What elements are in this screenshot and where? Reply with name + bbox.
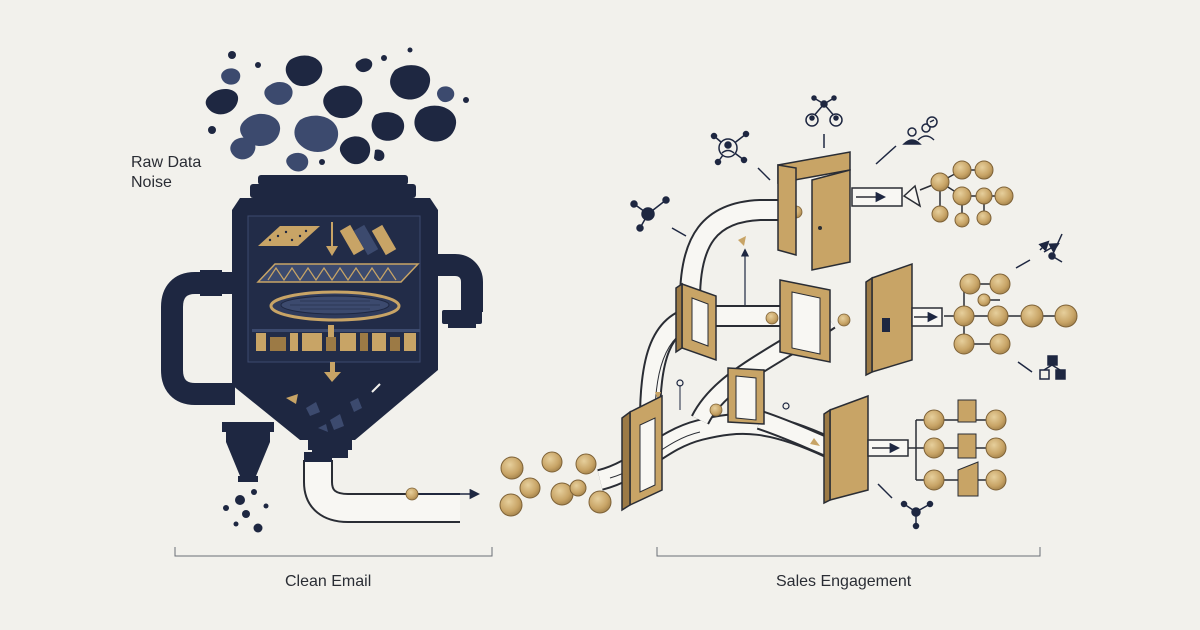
door-icon-middle [779,262,913,377]
raw-data-label-line1: Raw Data [131,154,202,171]
door-outlets [851,187,943,457]
filter-machine-icon [232,175,438,458]
team-chat-icon [875,116,938,165]
sales-engagement-label: Sales Engagement [776,573,912,590]
outlet-pipe [303,452,481,523]
door-icon-left-upper [675,282,717,362]
output-network-top [902,160,1014,228]
door-icon-top [777,151,851,271]
output-network-bottom [908,399,1007,497]
routing-balls [709,205,851,417]
door-icon-bottom [823,394,869,505]
hierarchy-icon [1017,355,1066,380]
exhaust-hopper [222,422,274,533]
clean-email-label: Clean Email [285,573,372,590]
door-icon-entry [621,394,663,512]
side-pipes [161,254,483,405]
person-network-icon [710,130,771,181]
noise-cloud-icon [205,47,469,172]
clean-email-cluster [499,451,612,517]
users-icon [805,95,843,148]
raw-data-label-line2: Noise [131,174,172,191]
door-icon-center-lower [727,367,765,425]
raw-data-noise-label: Raw Data Noise [131,153,201,193]
share-arrows-icon [1015,233,1063,269]
output-network-middle [944,273,1078,355]
sales-engagement-bracket [656,547,1041,557]
network-node-icon-left [630,196,687,237]
clean-email-bracket [174,547,493,557]
network-node-icon-bottom [877,483,934,530]
